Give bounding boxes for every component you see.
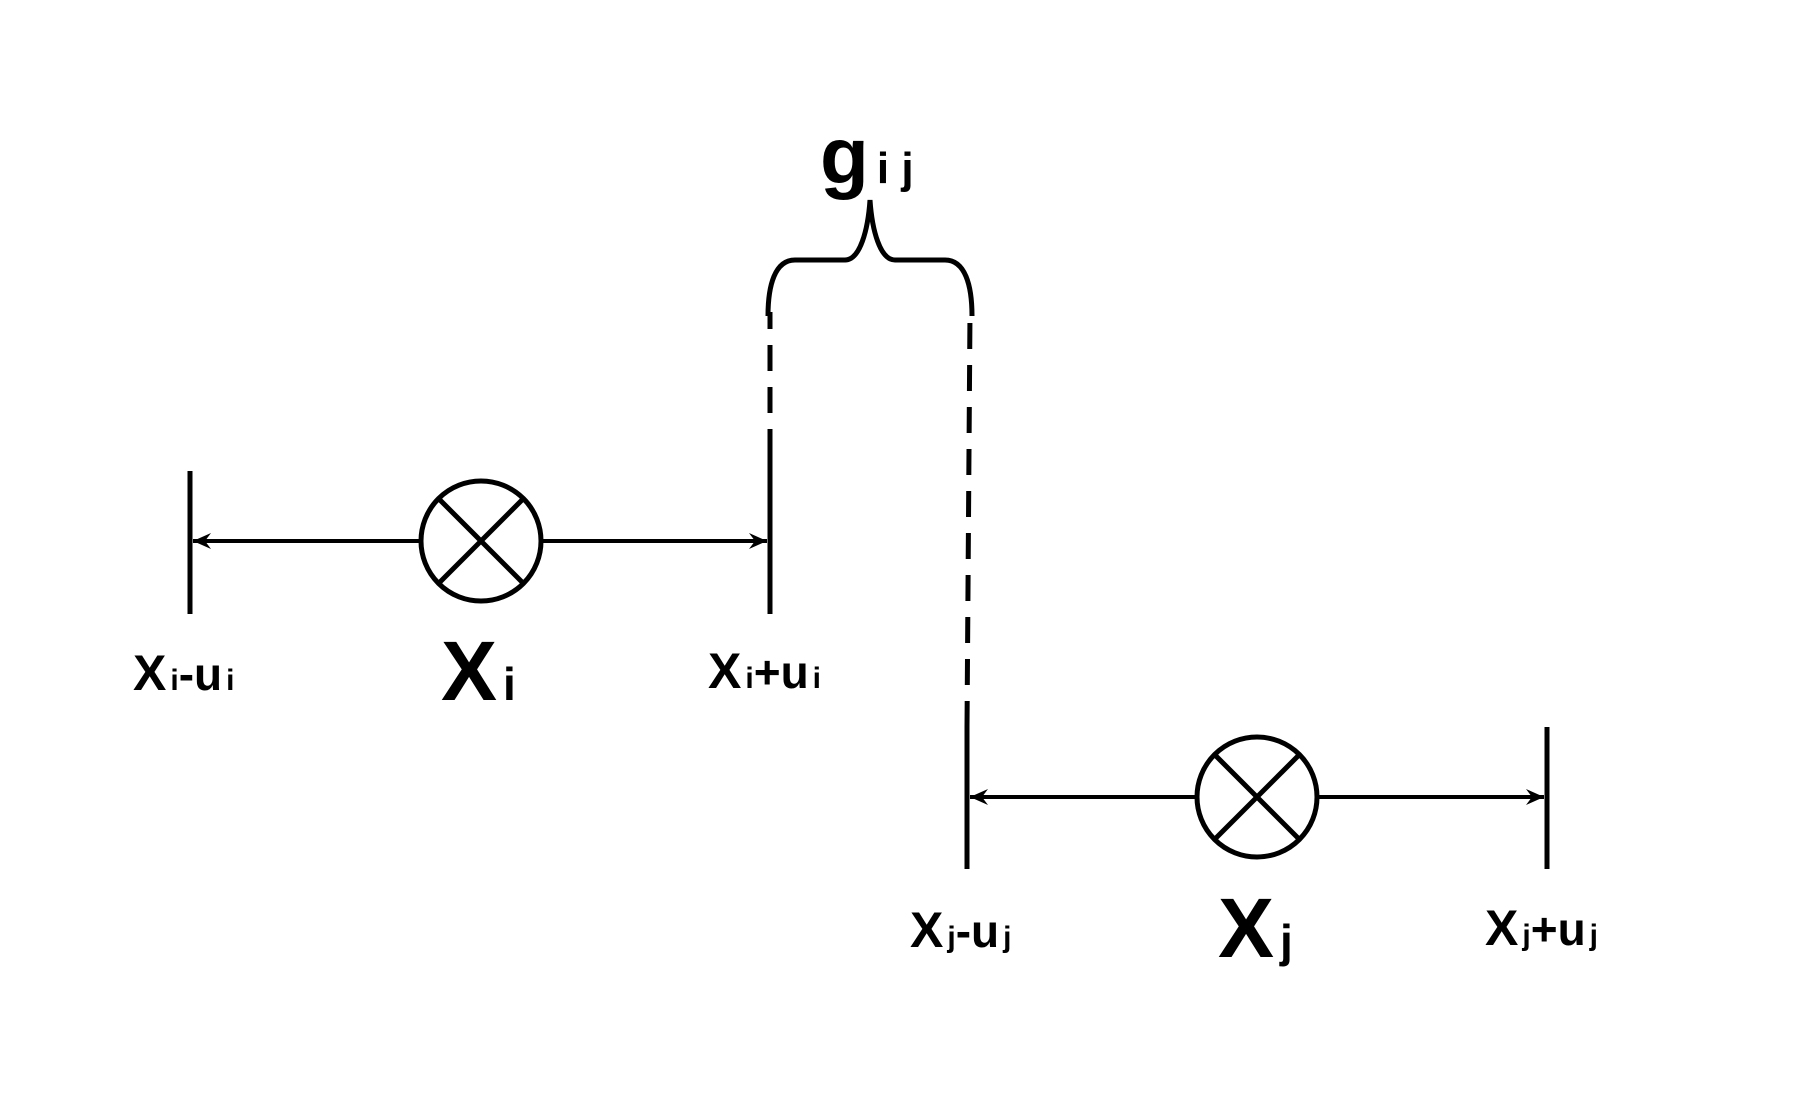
circled-x-icon	[418, 478, 544, 604]
element-i	[187, 455, 773, 614]
dashed-extension-j	[964, 311, 973, 728]
circled-x-icon	[1194, 734, 1320, 860]
element-j	[964, 727, 1550, 869]
gap-brace	[765, 199, 975, 317]
